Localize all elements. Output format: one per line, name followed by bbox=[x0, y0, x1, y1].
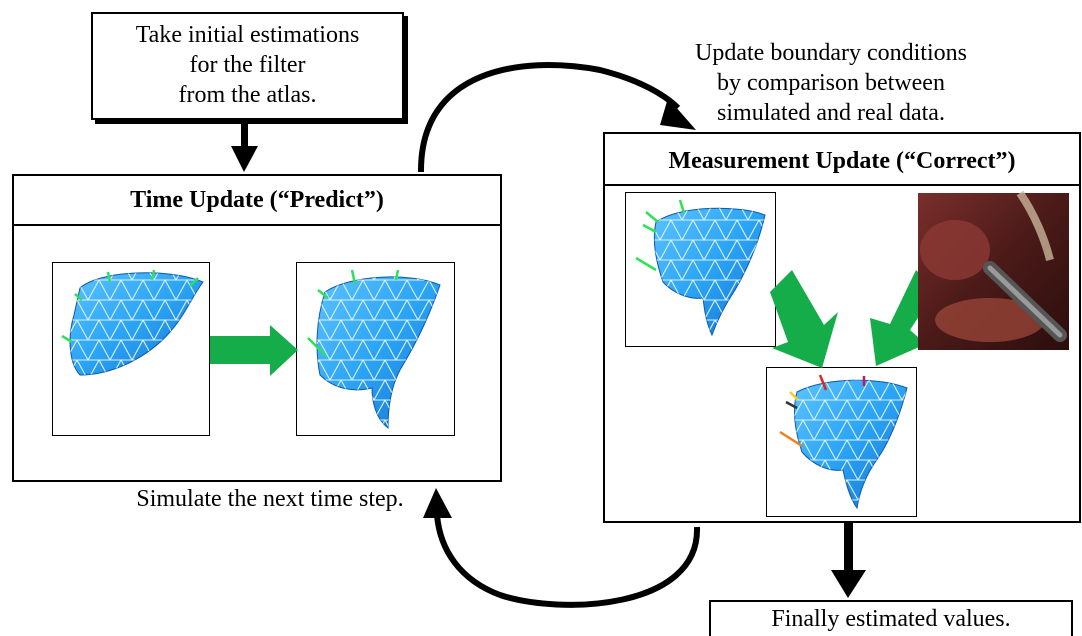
initial-line-3: from the atlas. bbox=[178, 82, 317, 108]
initial-line-1: Take initial estimations bbox=[135, 22, 360, 48]
update-note-line-3: simulated and real data. bbox=[717, 100, 945, 126]
update-boundary-note: Update boundary conditions by comparison… bbox=[645, 38, 1017, 128]
update-note-line-1: Update boundary conditions bbox=[695, 40, 967, 66]
update-note-line-2: by comparison between bbox=[717, 70, 945, 96]
liver-mesh-3 bbox=[635, 199, 766, 337]
liver-mesh-2 bbox=[307, 269, 441, 430]
final-values-text: Finally estimated values. bbox=[771, 606, 1011, 632]
liver-mesh-4 bbox=[779, 374, 908, 510]
arrow-correct-to-predict bbox=[423, 488, 701, 608]
initial-estimations-box: Take initial estimations for the filter … bbox=[91, 12, 404, 120]
final-values-box: Finally estimated values. bbox=[709, 600, 1073, 636]
surgical-photo bbox=[918, 190, 1069, 350]
measurement-update-title: Measurement Update (“Correct”) bbox=[605, 134, 1079, 186]
initial-line-2: for the filter bbox=[189, 52, 306, 78]
arrow-initial-to-predict bbox=[231, 124, 258, 172]
arrow-predict-to-correct bbox=[417, 62, 696, 173]
green-arrow-predict bbox=[210, 325, 298, 376]
simulate-note: Simulate the next time step. bbox=[136, 486, 404, 512]
initial-estimations-text: Take initial estimations for the filter … bbox=[93, 20, 402, 110]
time-update-title: Time Update (“Predict”) bbox=[14, 176, 500, 226]
liver-mesh-1 bbox=[61, 269, 204, 376]
green-arrow-sim-to-result bbox=[770, 270, 838, 368]
arrow-correct-to-final bbox=[831, 523, 866, 598]
